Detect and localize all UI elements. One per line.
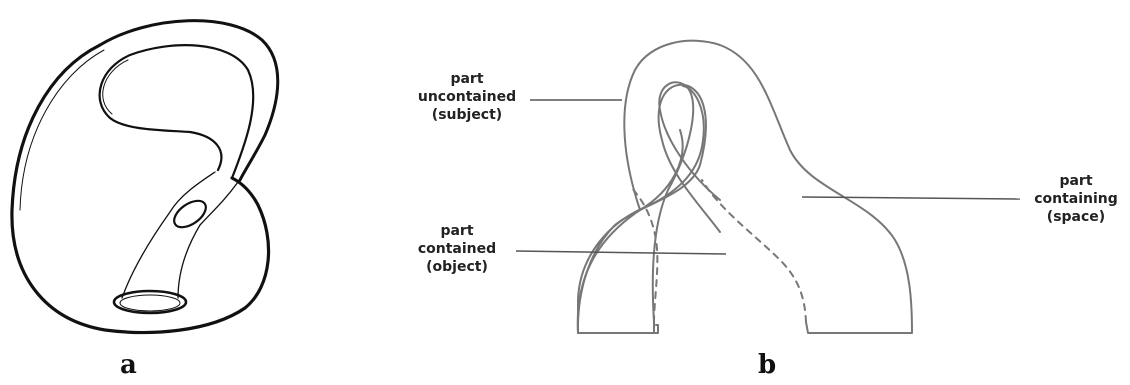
leader-contained — [515, 250, 727, 255]
main-outline — [576, 39, 913, 334]
label-line: part — [1059, 173, 1093, 189]
label-line: (space) — [1046, 209, 1106, 225]
label-line: contained — [417, 241, 497, 257]
label-line: part — [440, 223, 474, 239]
leader-containing — [801, 196, 1021, 200]
label-line: (subject) — [431, 107, 503, 123]
hidden-edge-right — [701, 179, 807, 323]
label-line: part — [450, 71, 484, 87]
tube-right-wall — [177, 181, 239, 299]
bottle-outer-body — [10, 43, 271, 335]
label-line: containing — [1034, 191, 1118, 207]
label-part-uncontained: part uncontained (subject) — [408, 70, 526, 124]
outer-shape-outline — [576, 83, 721, 334]
neck-inner-double — [102, 59, 129, 115]
tube-ring — [173, 199, 207, 229]
tube-left-wall — [121, 171, 216, 299]
panel-letter-b: b — [758, 350, 777, 380]
neck-outer — [98, 19, 280, 182]
hidden-edge-left — [631, 187, 659, 323]
label-line: (object) — [426, 259, 488, 275]
bottom-opening — [112, 289, 188, 315]
panel-letter-a: a — [120, 350, 137, 380]
loop-outline — [577, 85, 705, 334]
label-part-contained: part contained (object) — [398, 222, 516, 276]
label-line: uncontained — [417, 89, 517, 105]
label-part-containing: part containing (space) — [1022, 172, 1130, 226]
neck-inner — [98, 44, 255, 180]
bottom-opening-inner — [119, 294, 181, 312]
klein-bottle-sketch — [10, 19, 280, 335]
containment-diagram — [515, 39, 1021, 334]
inner-loop — [651, 81, 721, 323]
bottle-outer-highlight — [19, 49, 105, 211]
